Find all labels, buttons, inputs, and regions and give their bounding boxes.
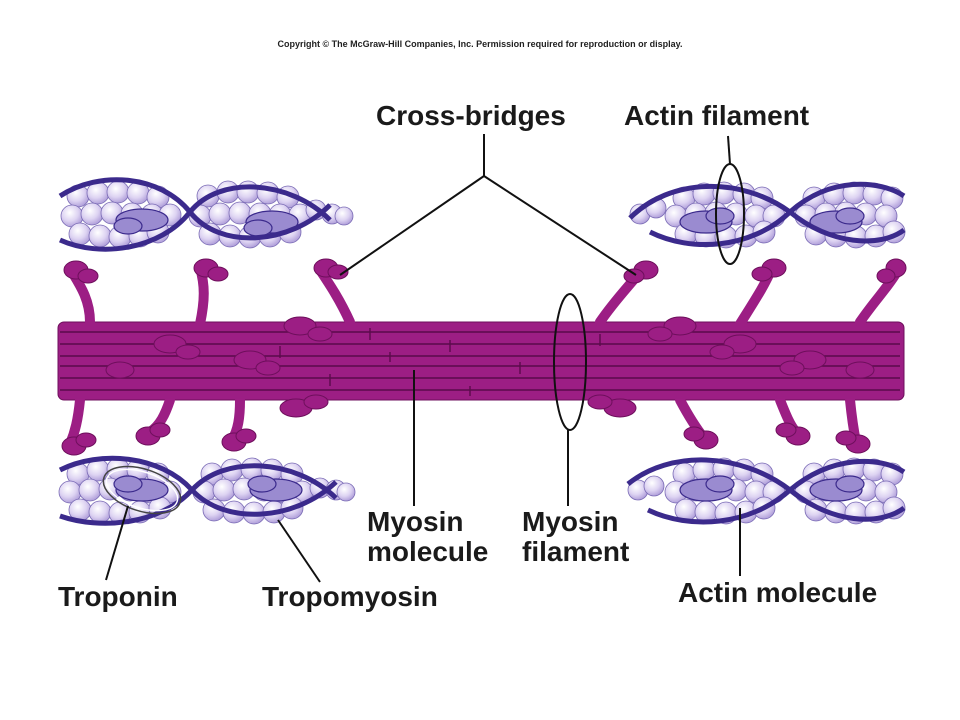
troponin-complexes [113,208,299,237]
myosin-shaft [57,321,905,401]
myosin-filament [57,258,907,456]
troponin-complexes [113,475,303,502]
myosin-heads-top [63,258,907,342]
actin-molecule-label: Actin molecule [678,577,878,608]
myosin-filament-marker-ring [553,293,587,431]
troponin-complexes [679,475,865,502]
troponin-label: Troponin [58,581,178,612]
actin-beads [58,457,356,525]
myosin-molecule-label-line1: Myosin [367,506,464,537]
cross-bridges-label: Cross-bridges [376,100,566,131]
myosin-heads-middle [105,334,875,379]
myosin-filament-label: Myosin filament [522,507,629,567]
actin-filament-top-right [628,181,906,249]
myosin-filament-label-line1: Myosin [522,506,619,537]
tropomyosin-strand [648,181,906,248]
tropomyosin-strand [58,184,332,252]
myosin-molecule-label: Myosin molecule [367,507,488,567]
actin-beads [627,457,906,525]
troponin-complexes [679,207,865,234]
myosin-tail-lines [60,328,900,396]
tropomyosin-label: Tropomyosin [262,581,438,612]
copyright-notice: Copyright © The McGraw-Hill Companies, I… [277,39,683,49]
troponin-highlight-ring [105,468,179,512]
actin-beads [60,180,354,249]
actin-filament-bottom-left [58,455,356,526]
myosin-molecule-label-line2: molecule [367,536,489,567]
actin-filament-top-left [58,177,354,252]
actin-filament-bottom-right [626,457,906,525]
myosin-heads-bottom [61,394,871,456]
tropomyosin-strand [59,463,338,526]
leader-lines [105,134,741,583]
tropomyosin-strand [646,458,906,525]
myosin-filament-label-line2: filament [522,536,630,567]
actin-filament-label: Actin filament [624,100,810,131]
troponin-highlight-ring [102,465,182,515]
